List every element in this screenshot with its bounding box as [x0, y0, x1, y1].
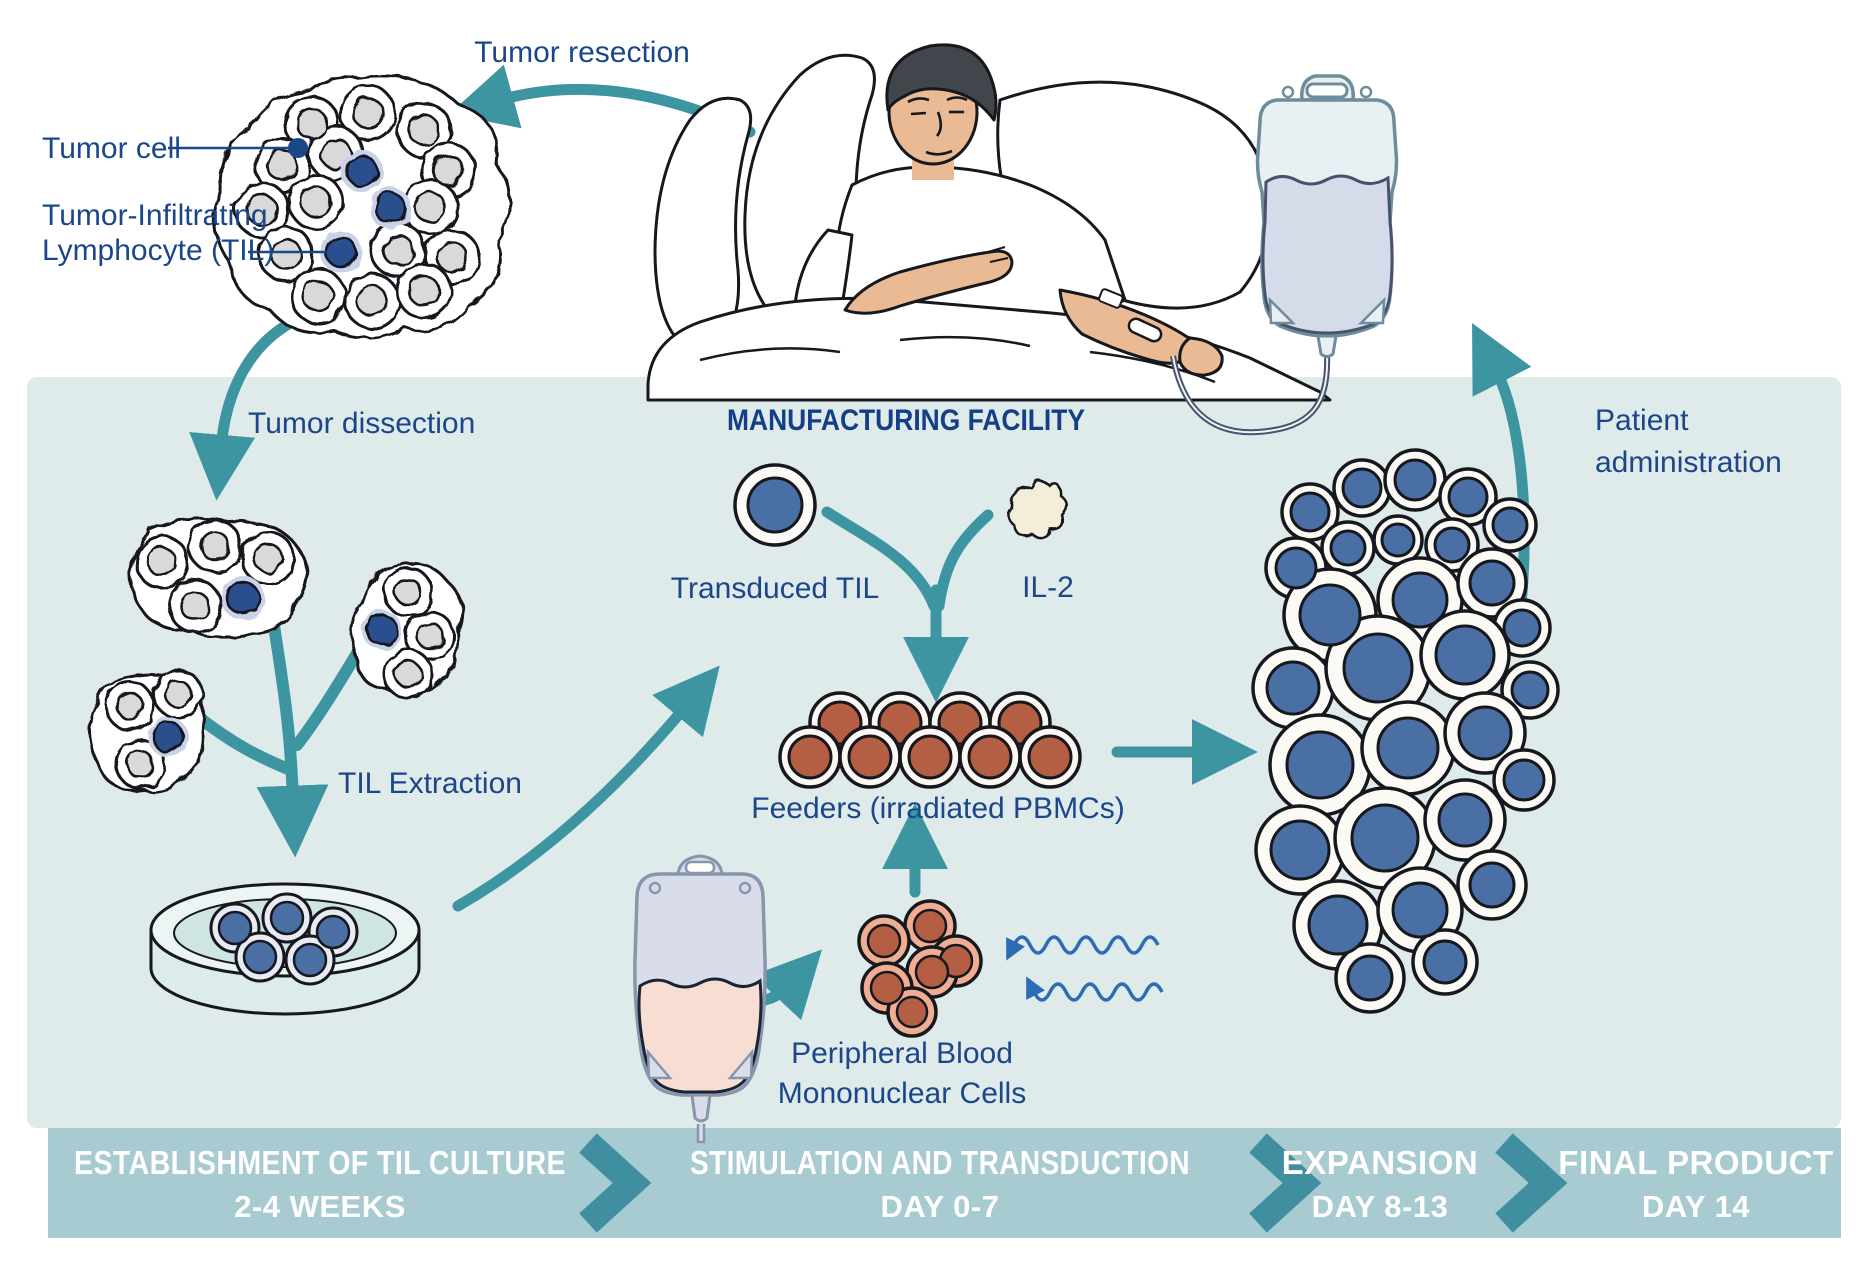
tumor-cells: [233, 84, 481, 330]
transduced-til-icon: [733, 463, 817, 547]
iv-bag: [1170, 74, 1399, 436]
stage-1-name: ESTABLISHMENT OF TIL CULTURE: [74, 1144, 566, 1181]
stage-4-name: FINAL PRODUCT: [1558, 1144, 1833, 1181]
radiation-wave-icon: [1006, 935, 1160, 961]
bag-port: [690, 1093, 712, 1123]
transduced-til-branch: [821, 506, 940, 612]
fragment-3: [89, 668, 205, 793]
eye: [910, 111, 927, 116]
bag-port: [1316, 334, 1338, 358]
bag-hole: [648, 881, 662, 895]
il2-label: IL-2: [1022, 571, 1074, 604]
eyebrow: [907, 97, 930, 104]
face-features: [907, 96, 968, 156]
patient-illustration: [646, 43, 1332, 402]
callout-lines: [168, 146, 326, 254]
il2-molecule-icon: [1006, 479, 1068, 539]
bag-hole: [1359, 85, 1373, 99]
tumor-dissection-arrow: [189, 316, 298, 501]
transduced-til-label: Transduced TIL: [671, 572, 879, 605]
patient-admin-label-line1: Patient: [1595, 404, 1689, 437]
iv-tape: [1098, 288, 1124, 309]
handle-slot: [684, 860, 716, 875]
pbmc-label-line2: Mononuclear Cells: [778, 1077, 1026, 1110]
dish-to-facility-arrow: [452, 665, 720, 912]
nose: [935, 111, 943, 137]
til-cells-in-dish: [209, 892, 359, 986]
bag-corner: [646, 1048, 673, 1080]
chevron-right-icon: [1249, 1133, 1322, 1233]
bag-corner: [1357, 296, 1386, 325]
til-extraction-branch-left: [190, 709, 294, 775]
til-label-line1: Tumor-Infiltrating: [42, 199, 268, 232]
bag-nozzle: [696, 1124, 706, 1144]
radiation-wave-icon: [1026, 976, 1164, 1002]
stage-1-duration: 2-4 WEEKS: [234, 1189, 406, 1224]
blanket-fold: [699, 347, 841, 362]
eyebrow: [946, 96, 968, 102]
iv-tube-highlight: [1172, 351, 1329, 434]
til-cells-in-tumor: [320, 150, 411, 273]
feeder-cells: [778, 691, 1082, 789]
handle-slot: [1305, 82, 1349, 99]
stage-4-duration: DAY 14: [1642, 1189, 1750, 1224]
til-extraction-label: TIL Extraction: [338, 767, 522, 800]
bag-hole: [1281, 85, 1295, 99]
tumor-resection-label: Tumor resection: [474, 36, 690, 69]
petri-dish: [149, 882, 421, 1016]
stage-3-duration: DAY 8-13: [1312, 1189, 1449, 1224]
blanket-fold: [899, 335, 1031, 348]
chevron-right-icon: [579, 1133, 652, 1233]
bag-corner: [727, 1048, 754, 1080]
manufacturing-facility-title: MANUFACTURING FACILITY: [727, 404, 1085, 437]
chevron-right-icon: [1495, 1133, 1568, 1233]
tumor-cell-pointer-dot: [288, 138, 308, 158]
mouth: [925, 149, 953, 156]
tumor-dissection-label: Tumor dissection: [248, 407, 475, 440]
radiation-waves: [1006, 935, 1164, 1002]
stage-2-duration: DAY 0-7: [881, 1189, 1000, 1224]
bag-hole: [738, 881, 752, 895]
tumor-fragments: [89, 516, 464, 793]
fragment-1: [128, 516, 308, 640]
wristband: [1127, 317, 1163, 343]
pbmc-cluster: [857, 899, 983, 1038]
patient-admin-label-line2: administration: [1595, 446, 1782, 479]
feeders-label: Feeders (irradiated PBMCs): [751, 792, 1124, 825]
timeline-chevrons: [579, 1133, 1568, 1233]
til-extraction-branch-right: [291, 639, 368, 751]
bag-corner: [1268, 296, 1297, 325]
bag-fluid: [1261, 174, 1394, 335]
patient-hair: [885, 43, 998, 122]
til-label-line2: Lymphocyte (TIL): [42, 234, 274, 267]
expanded-til-cluster: [1251, 448, 1560, 1014]
blood-bag: [633, 854, 767, 1144]
patient-hand: [1178, 336, 1224, 377]
blanket-fold: [1089, 350, 1216, 384]
patient-right-arm: [843, 249, 1014, 315]
tumor-mass: [212, 74, 512, 340]
timeline-labels: ESTABLISHMENT OF TIL CULTURE 2-4 WEEKS S…: [74, 1144, 1833, 1224]
finger-lines: [987, 246, 1009, 263]
stage-3-name: EXPANSION: [1282, 1144, 1478, 1181]
tumor-cell-label: Tumor cell: [42, 132, 181, 165]
pbmc-label-line1: Peripheral Blood: [791, 1037, 1013, 1070]
stage-2-name: STIMULATION AND TRANSDUCTION: [690, 1144, 1190, 1181]
fragment-2: [349, 561, 464, 700]
